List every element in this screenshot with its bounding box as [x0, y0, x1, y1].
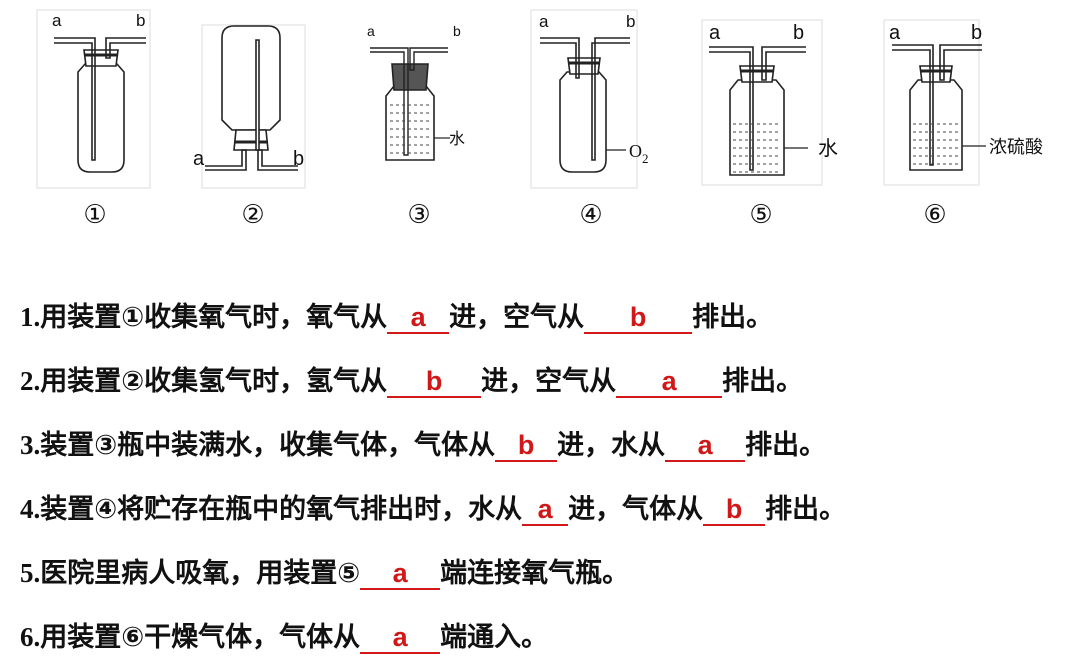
apparatus-number-4: ④ [579, 200, 602, 230]
question-text: 医院里病人吸氧，用装置⑤ [40, 558, 361, 589]
answer-blank: b [387, 366, 482, 398]
question-text: 装置④将贮存在瓶中的氧气排出时，水从 [40, 494, 523, 525]
answer-blank: a [387, 302, 450, 334]
acid-fill-6 [913, 123, 959, 165]
apparatus-1 [36, 9, 151, 189]
question-text: 排出。 [692, 302, 774, 333]
port-label-b-2: b [293, 148, 304, 170]
apparatus-number-1: ① [83, 200, 106, 230]
answer-blank: a [360, 558, 441, 590]
port-label-b-4: b [626, 12, 635, 31]
port-label-a-3: a [367, 23, 375, 39]
apparatus-number-5: ⑤ [749, 200, 772, 230]
question-text: 端通入。 [440, 622, 549, 653]
apparatus-number-3: ③ [407, 200, 430, 230]
liquid-label-6: 浓硫酸 [989, 137, 1043, 157]
liquid-label-3: 水 [449, 130, 465, 148]
gas-label-4-sub: 2 [642, 151, 649, 166]
question-text: 进，水从 [557, 430, 666, 461]
question-index: 3. [20, 430, 41, 460]
apparatus-number-6: ⑥ [923, 200, 946, 230]
question-text: 装置③瓶中装满水，收集气体，气体从 [40, 430, 496, 461]
question-text: 排出。 [765, 494, 847, 525]
question-text: 用装置①收集氧气时，氧气从 [40, 302, 388, 333]
port-label-a-4: a [539, 12, 549, 31]
port-label-a-6: a [889, 22, 901, 44]
water-fill-5 [733, 123, 781, 173]
answer-blank: b [495, 430, 558, 462]
question-text: 用装置⑥干燥气体，气体从 [40, 622, 361, 653]
answer-blank: b [584, 302, 693, 334]
question-text: 进，空气从 [481, 366, 617, 397]
question-index: 1. [20, 302, 41, 332]
answer-blank: a [360, 622, 441, 654]
question-index: 2. [20, 366, 41, 396]
gas-label-4: O2 [629, 141, 649, 166]
apparatus-6 [883, 19, 986, 186]
question-index: 6. [20, 622, 41, 652]
water-fill-3 [390, 104, 430, 154]
question-text: 端连接氧气瓶。 [440, 558, 630, 589]
apparatus-5 [701, 19, 823, 186]
port-label-b-5: b [793, 22, 804, 44]
liquid-label-5: 水 [818, 137, 838, 160]
apparatus-4 [530, 9, 638, 189]
apparatus-3 [370, 47, 450, 161]
port-label-a-1: a [52, 11, 62, 30]
question-index: 4. [20, 494, 41, 524]
port-label-a-2: a [193, 148, 205, 170]
port-label-b-6: b [971, 22, 982, 44]
answer-blank: a [665, 430, 746, 462]
answer-blank: a [616, 366, 723, 398]
question-text: 进，空气从 [449, 302, 585, 333]
question-text: 进，气体从 [568, 494, 704, 525]
apparatus-figures: a b a b a b 水 a b O2 a b 水 a b 浓硫酸 ① ② ③… [36, 9, 1043, 230]
port-label-b-1: b [136, 11, 145, 30]
question-text: 用装置②收集氢气时，氢气从 [40, 366, 388, 397]
question-text: 排出。 [722, 366, 804, 397]
gas-label-4-main: O [629, 141, 642, 161]
port-label-a-5: a [709, 22, 721, 44]
question-index: 5. [20, 558, 41, 588]
answer-blank: b [703, 494, 766, 526]
answer-blank: a [522, 494, 569, 526]
apparatus-2 [201, 24, 306, 189]
question-text: 排出。 [745, 430, 827, 461]
apparatus-number-2: ② [241, 200, 264, 230]
port-label-b-3: b [453, 23, 461, 39]
